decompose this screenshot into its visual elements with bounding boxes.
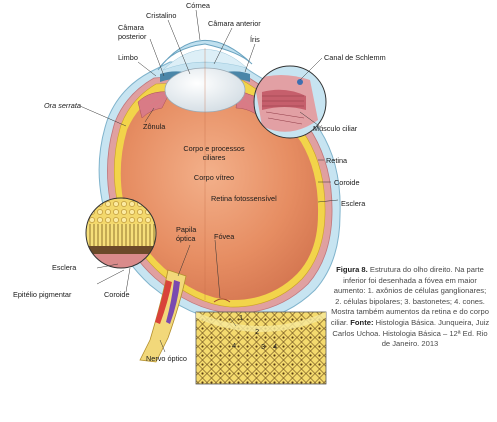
caption-source: Histologia Básica. Junqueira, Juiz Carlo… <box>332 317 490 349</box>
leader-lines <box>79 9 339 353</box>
caption-source-label: Fonte: <box>350 317 374 327</box>
label-ciliary-body-1: Corpo e processos <box>183 144 245 153</box>
label-schlemm: Canal de Schlemm <box>324 53 386 62</box>
label-zonula: Zônula <box>143 122 166 131</box>
label-retina: Retina <box>326 156 348 165</box>
label-crystalline: Cristalino <box>146 11 176 20</box>
label-iris: Íris <box>250 35 260 44</box>
label-photosensitive-retina: Retina fotossensível <box>211 194 277 203</box>
fovea-pit <box>213 298 231 303</box>
caption-text: Estrutura do olho direito. Na parte infe… <box>330 265 489 327</box>
label-optic-papilla-2: óptica <box>176 234 196 243</box>
fovea-inset <box>195 311 327 385</box>
label-ciliary-body-2: ciliares <box>203 153 226 162</box>
inset-number-2: 2 <box>255 327 259 336</box>
caption-figure-label: Figura 8. <box>336 265 368 274</box>
label-limbus: Limbo <box>118 53 138 62</box>
label-anterior-chamber: Câmara anterior <box>208 19 261 28</box>
label-ciliary-muscle: Músculo ciliar <box>313 124 358 133</box>
inset-number-4b: 4 <box>232 341 236 350</box>
label-posterior-chamber-2: posterior <box>118 32 147 41</box>
inset-number-1: 1 <box>239 313 243 322</box>
label-ora-serrata: Ora serrata <box>44 101 81 110</box>
ciliary-inset <box>253 65 327 139</box>
label-optic-nerve: Nervo óptico <box>146 354 187 363</box>
figure-caption: Figura 8. Estrutura do olho direito. Na … <box>330 265 490 350</box>
label-cornea: Córnea <box>186 1 211 10</box>
vitreous-body <box>120 90 319 301</box>
inset-number-4a: 4 <box>273 342 277 351</box>
inset-number-3: 3 <box>261 342 265 351</box>
label-pigment-epithelium: Epitélio pigmentar <box>13 290 72 299</box>
label-choroid: Coroide <box>334 178 360 187</box>
label-posterior-chamber-1: Câmara <box>118 23 145 32</box>
label-optic-papilla-1: Papila <box>176 225 197 234</box>
label-fovea: Fóvea <box>214 232 235 241</box>
optic-nerve <box>139 269 187 363</box>
label-sclera: Esclera <box>341 199 366 208</box>
label-choroid-left: Coroide <box>104 290 130 299</box>
label-vitreous: Corpo vítreo <box>194 173 234 182</box>
cornea <box>157 40 253 71</box>
label-sclera-left: Esclera <box>52 263 77 272</box>
